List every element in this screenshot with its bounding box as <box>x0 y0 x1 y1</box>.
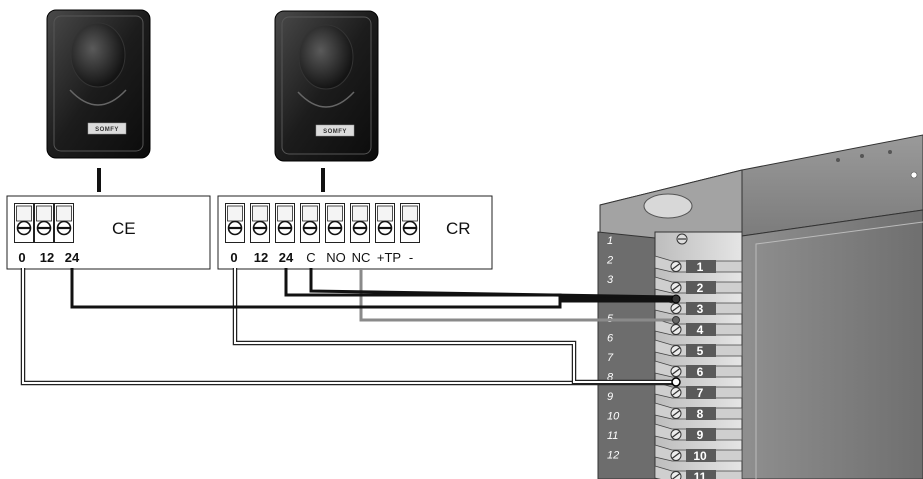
controller-terminal: 6 <box>654 360 743 379</box>
cr-terminal-tp <box>375 203 395 243</box>
ce-terminal-12 <box>34 203 54 243</box>
controller-terminal-number: 3 <box>697 302 704 316</box>
controller-terminal-number: 11 <box>694 470 707 479</box>
controller-terminal: 9 <box>654 423 743 442</box>
cr-terminal-c <box>300 203 320 243</box>
controller-terminal-number: 7 <box>697 386 704 400</box>
cr-terminal-label: 24 <box>279 250 294 265</box>
wiring <box>20 268 681 387</box>
controller-terminal: 11 <box>654 465 743 479</box>
controller-terminal-number: 2 <box>697 281 704 295</box>
controller-terminal: 3 <box>654 297 743 316</box>
controller-terminal: 5 <box>654 339 743 358</box>
ce-terminal-label: 0 <box>18 250 25 265</box>
ce-terminal-label: 24 <box>65 250 80 265</box>
cr-terminal-label: +TP <box>377 250 401 265</box>
controller-terminal: 7 <box>654 381 743 400</box>
receiver-mount-post <box>321 168 325 192</box>
transmitter-logo: SOMFY <box>95 127 119 133</box>
controller-side-number: 12 <box>607 450 619 462</box>
controller-terminals: 1 2 3 4 5 6 7 8 9 10 11 <box>654 255 743 479</box>
controller-terminal: 10 <box>654 444 743 463</box>
wire-ce0-to-7 <box>20 268 675 386</box>
cr-terminal-label: 12 <box>254 250 268 265</box>
cr-terminal-label: NC <box>352 250 371 265</box>
controller-side-number: 6 <box>607 333 614 345</box>
controller-side-number: 2 <box>606 255 613 267</box>
cr-terminal-12 <box>250 203 270 243</box>
photocell-transmitter: SOMFY <box>46 9 151 159</box>
controller-terminal: 8 <box>654 402 743 421</box>
receiver-logo: SOMFY <box>323 129 347 135</box>
controller-side-number: 7 <box>607 352 614 364</box>
controller-side-number: 3 <box>607 274 614 286</box>
transmitter-box-label: CE <box>112 219 136 238</box>
controller-terminal: 1 <box>654 255 743 274</box>
controller-terminal-number: 1 <box>697 260 704 274</box>
transmitter-terminal-box: CE 0 12 24 <box>6 195 211 270</box>
controller-terminal-number: 8 <box>697 407 704 421</box>
cr-terminal-24 <box>275 203 295 243</box>
wire-ce24-to-3 <box>70 268 675 309</box>
controller-terminal-number: 10 <box>693 449 707 463</box>
controller-terminal-screw <box>670 471 682 479</box>
cr-terminal-0 <box>225 203 245 243</box>
wire-crc-to-3 <box>309 268 676 299</box>
receiver-box-label: CR <box>446 219 471 238</box>
controller-side-number: 8 <box>607 372 614 384</box>
controller-terminal: 4 <box>654 318 743 337</box>
cr-terminal-label: 0 <box>230 250 237 265</box>
transmitter-mount-post <box>97 168 101 192</box>
wire-crnc-to-4 <box>359 268 675 322</box>
photocell-receiver: SOMFY <box>274 10 379 162</box>
cr-terminal-label: C <box>306 250 315 265</box>
controller-terminal-number: 6 <box>697 365 704 379</box>
receiver-terminal-box: CR 0 12 24 C NO NC +TP - <box>217 195 493 270</box>
controller-terminal-number: 5 <box>697 344 704 358</box>
cr-terminal-label: NO <box>326 250 346 265</box>
transmitter-terminal-block <box>14 203 74 243</box>
cr-terminal-label: - <box>409 250 413 265</box>
controller-side-number: 1 <box>607 235 613 247</box>
cr-terminal-no <box>325 203 345 243</box>
controller-side-number: 9 <box>607 391 613 403</box>
controller-side-number: 11 <box>607 430 618 442</box>
controller-terminal: 2 <box>654 276 743 295</box>
ce-terminal-0 <box>14 203 34 243</box>
controller-terminal-number: 9 <box>697 428 704 442</box>
controller-terminal-number: 4 <box>697 323 704 337</box>
controller-side-number: 10 <box>607 411 620 423</box>
ce-terminal-24 <box>54 203 74 243</box>
cr-terminal-minus <box>400 203 420 243</box>
ce-terminal-label: 12 <box>40 250 54 265</box>
cr-terminal-nc <box>350 203 370 243</box>
